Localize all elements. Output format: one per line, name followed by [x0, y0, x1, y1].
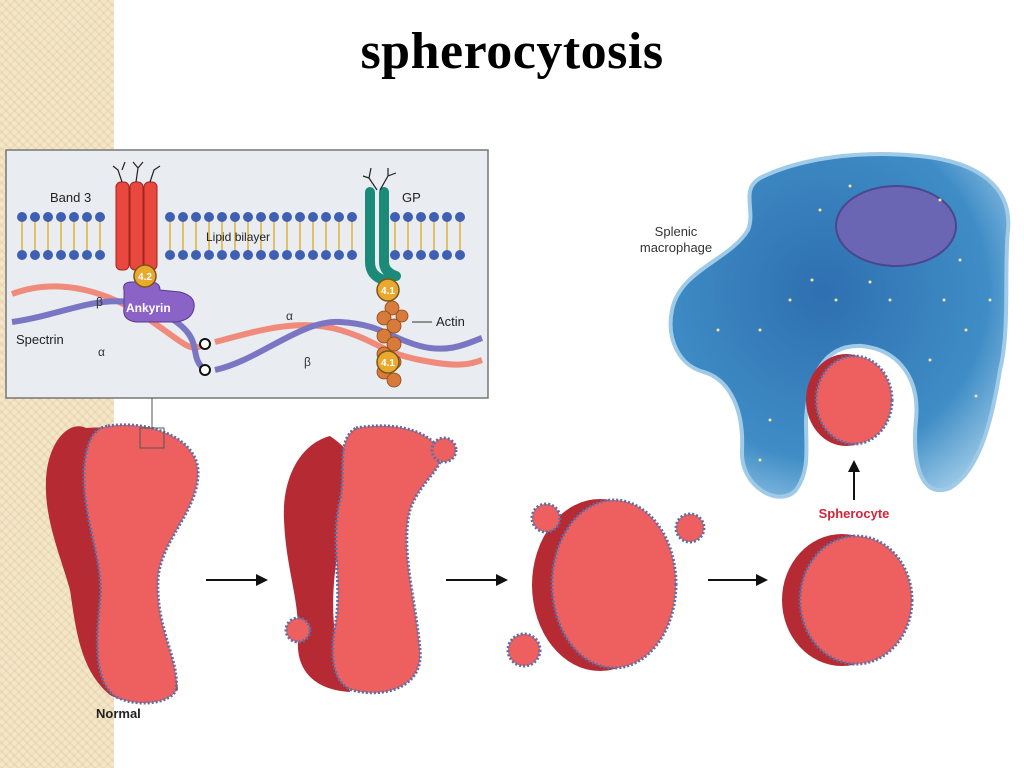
- glycophorin-protein: [362, 167, 401, 285]
- lipid-bilayer-label: Lipid bilayer: [206, 230, 270, 244]
- spherocyte-label: Spherocyte: [819, 506, 890, 521]
- protein-4-1-badge-bottom: [376, 350, 400, 374]
- protein-4-1-badge-top: [376, 278, 400, 302]
- spectrin-beta-symbol-left: β: [96, 295, 103, 309]
- macrophage-label-line1: Splenic: [655, 224, 698, 239]
- macrophage-label-line2: macrophage: [640, 240, 712, 255]
- spectrin-label: Spectrin: [16, 332, 64, 347]
- ankyrin-protein: [123, 281, 195, 323]
- ankyrin-label: Ankyrin: [126, 301, 171, 315]
- actin-label: Actin: [436, 314, 465, 329]
- membrane-inset: Band 3 GP Lipid bilayer 4.2 4.1 4.1 Anky…: [5, 149, 489, 399]
- fragmenting-rbc: [506, 498, 706, 671]
- spectrin-alpha-symbol-right: α: [286, 309, 293, 323]
- inset-zoom-box: [139, 427, 165, 449]
- band3-label: Band 3: [50, 190, 91, 205]
- splenic-macrophage: [668, 152, 1011, 499]
- spherocyte-rbc: [782, 534, 914, 666]
- arrow-1: [206, 574, 268, 586]
- spectrin-strands: [10, 283, 484, 376]
- protein-4-2-label: 4.2: [138, 272, 152, 283]
- normal-rbc: [45, 423, 200, 705]
- spectrin-alpha-symbol-left: α: [98, 345, 105, 359]
- protein-4-1-label-top: 4.1: [381, 286, 395, 297]
- spectrin-beta-symbol-right: β: [304, 355, 311, 369]
- protein-4-1-label-bottom: 4.1: [381, 358, 395, 369]
- arrow-3: [708, 574, 768, 586]
- lipid-bilayer: [17, 212, 465, 260]
- arrow-up: [848, 460, 860, 500]
- budding-rbc: [283, 424, 458, 695]
- normal-label: Normal: [96, 706, 141, 721]
- gp-label: GP: [402, 190, 421, 205]
- protein-4-2-badge: [133, 264, 157, 288]
- engulfed-spherocyte: [806, 354, 894, 446]
- macrophage-nucleus: [835, 185, 957, 267]
- arrow-2: [446, 574, 508, 586]
- slide-title: spherocytosis: [360, 23, 664, 80]
